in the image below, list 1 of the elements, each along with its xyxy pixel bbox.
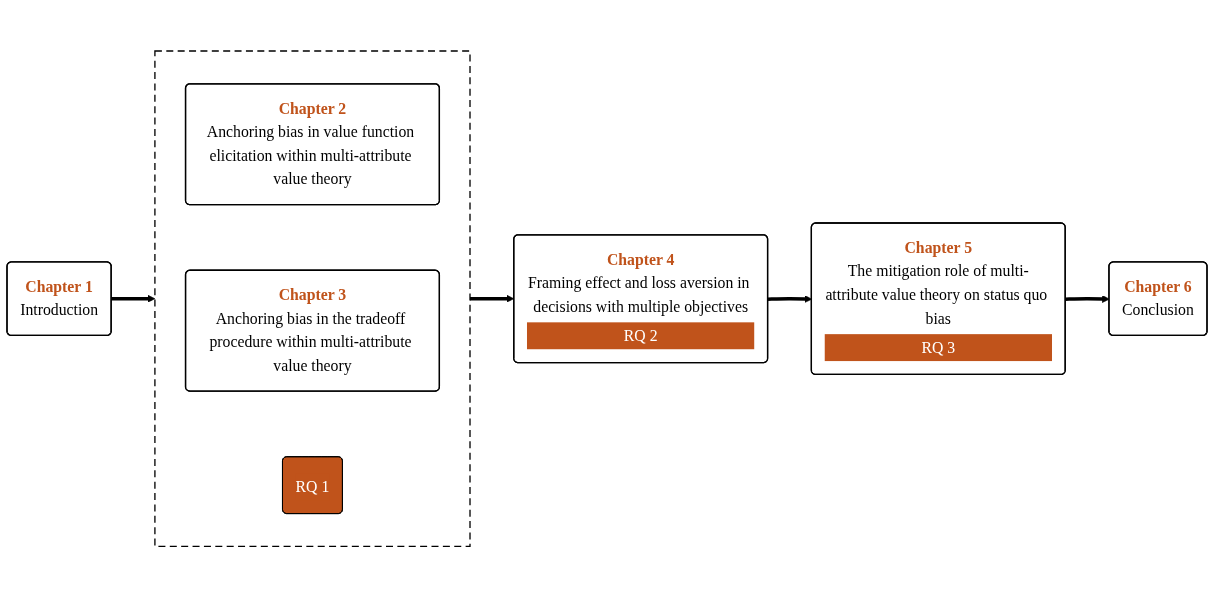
cluster xyxy=(154,50,471,547)
